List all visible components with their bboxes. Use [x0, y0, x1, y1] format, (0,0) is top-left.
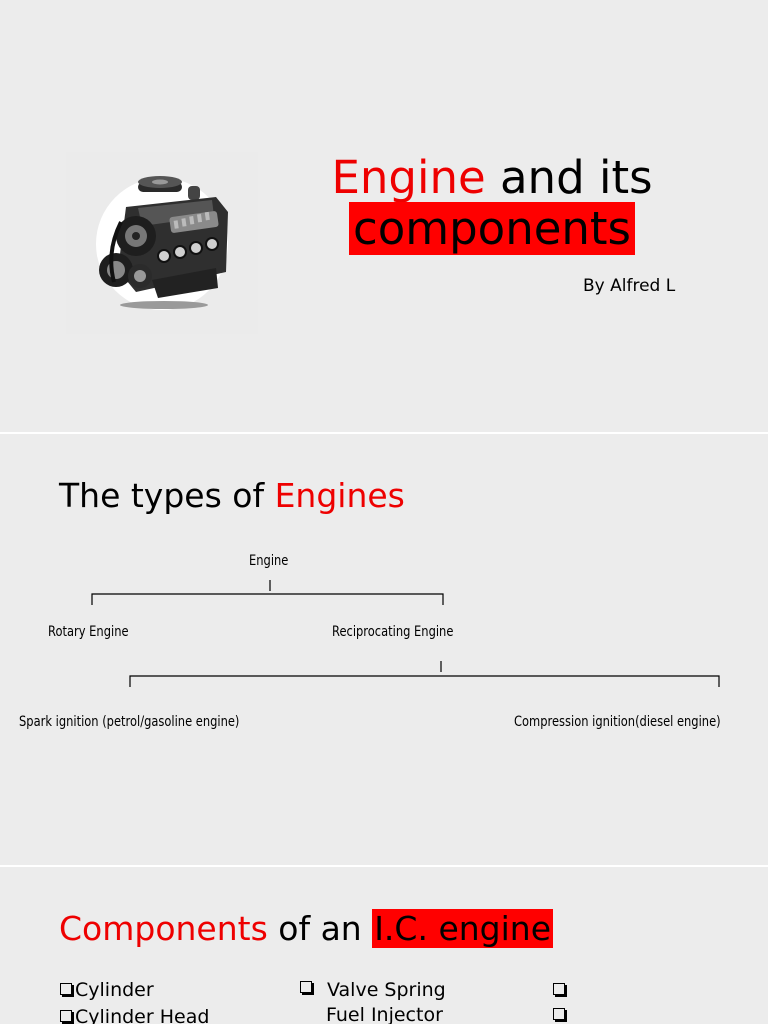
- title-and-its: and its: [485, 151, 653, 204]
- checkbox-bullet-icon: [553, 1008, 565, 1020]
- tree-node-rotary-engine: Rotary Engine: [48, 624, 129, 640]
- tree-node-spark-ignition: Spark ignition (petrol/gasoline engine): [19, 714, 240, 730]
- checkbox-bullet-icon: [300, 981, 312, 993]
- title-of-an: of an: [267, 909, 373, 948]
- title-prefix: The types of: [59, 476, 275, 515]
- list-item-label: Valve Spring: [327, 979, 446, 1001]
- slide-title-line2: components: [300, 202, 684, 255]
- slide-title: The types of Engines: [59, 476, 405, 515]
- title-engine-word: Engine: [331, 151, 486, 204]
- list-item: Valve Spring: [327, 979, 446, 1001]
- author-byline: By Alfred L: [583, 276, 676, 296]
- title-engines-word: Engines: [274, 476, 405, 515]
- components-slide: Components of an I.C. engine Cylinder Cy…: [0, 867, 768, 1024]
- title-components-word: Components: [59, 909, 268, 948]
- checkbox-bullet-icon: [553, 983, 565, 995]
- list-item: Cylinder Head: [60, 1006, 209, 1024]
- title-ic-engine-highlight: I.C. engine: [372, 909, 553, 948]
- tree-node-engine: Engine: [249, 553, 289, 569]
- list-item-label: Cylinder Head: [75, 1006, 210, 1024]
- engine-image: [66, 152, 258, 334]
- slide-title: Components of an I.C. engine: [59, 909, 553, 948]
- title-components-highlight: components: [348, 202, 636, 255]
- title-slide: Engine and its components By Alfred L: [0, 0, 768, 432]
- list-item-label: Fuel Injector: [326, 1004, 443, 1024]
- list-item: Cylinder: [60, 979, 154, 1001]
- list-item-label: Cylinder: [75, 979, 154, 1001]
- tree-node-reciprocating-engine: Reciprocating Engine: [332, 624, 454, 640]
- engine-types-slide: The types of Engines Engine Rotary Engin…: [0, 434, 768, 865]
- level1-bracket: [91, 593, 444, 605]
- tree-node-compression-ignition: Compression ignition(diesel engine): [514, 714, 721, 730]
- checkbox-bullet-icon: [60, 983, 72, 995]
- list-item: Fuel Injector: [326, 1004, 443, 1024]
- slide-title-line1: Engine and its: [300, 152, 684, 204]
- checkbox-bullet-icon: [60, 1010, 72, 1022]
- level2-bracket: [129, 675, 720, 687]
